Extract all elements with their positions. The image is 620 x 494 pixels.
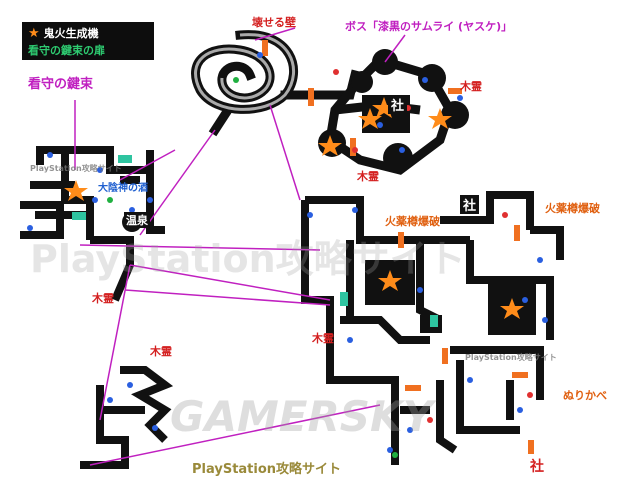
shrine-1: 社 bbox=[388, 95, 408, 114]
label-nurikabe: ぬりかべ bbox=[563, 389, 607, 402]
label-mokurei-2: 木霊 bbox=[357, 170, 379, 183]
barriers bbox=[262, 40, 534, 454]
key-doors bbox=[72, 155, 438, 327]
label-jailer-keys: 看守の鍵束 bbox=[28, 77, 94, 92]
label-mokurei-4: 木霊 bbox=[312, 332, 334, 345]
label-barrel-1: 火薬樽爆破 bbox=[385, 215, 440, 228]
lower-left-maze bbox=[80, 366, 174, 469]
credit-text: PlayStation攻略サイト bbox=[192, 462, 342, 477]
route-lines bbox=[74, 27, 406, 466]
legend-row-door: 看守の鍵束の扉 bbox=[28, 44, 105, 57]
legend: ★鬼火生成機 看守の鍵束の扉 bbox=[22, 22, 154, 60]
label-barrel-2: 火薬樽爆破 bbox=[545, 202, 600, 215]
label-boss: ボス「漆黒のサムライ (ヤスケ)」 bbox=[345, 20, 513, 33]
label-mokurei-3: 木霊 bbox=[92, 292, 114, 305]
label-daiyojin-sake: 大陰神の酒 bbox=[98, 183, 148, 194]
central-complex bbox=[301, 191, 564, 465]
spiral-inner bbox=[194, 33, 295, 111]
watermark-small-2: PlayStation攻略サイト bbox=[465, 353, 557, 362]
legend-row-generator: ★鬼火生成機 bbox=[28, 25, 99, 41]
shrine-3: 社 bbox=[530, 459, 544, 475]
label-mokurei-1: 木霊 bbox=[460, 80, 482, 93]
legend-generator-label: 鬼火生成機 bbox=[43, 27, 99, 40]
label-mokurei-5: 木霊 bbox=[150, 345, 172, 358]
shrine-2: 社 bbox=[460, 195, 480, 214]
watermark-main: PlayStation攻略サイト bbox=[30, 237, 466, 281]
label-onsen: 温泉 bbox=[124, 212, 150, 228]
star-icon: ★ bbox=[28, 26, 40, 41]
star-icons bbox=[64, 97, 524, 319]
green-dots bbox=[107, 77, 398, 458]
watermark-gamersky: GAMERSKY bbox=[170, 392, 434, 441]
label-breakable-wall: 壊せる壁 bbox=[252, 16, 296, 29]
item-dots bbox=[27, 52, 548, 453]
watermark-small-1: PlayStation攻略サイト bbox=[30, 164, 122, 173]
